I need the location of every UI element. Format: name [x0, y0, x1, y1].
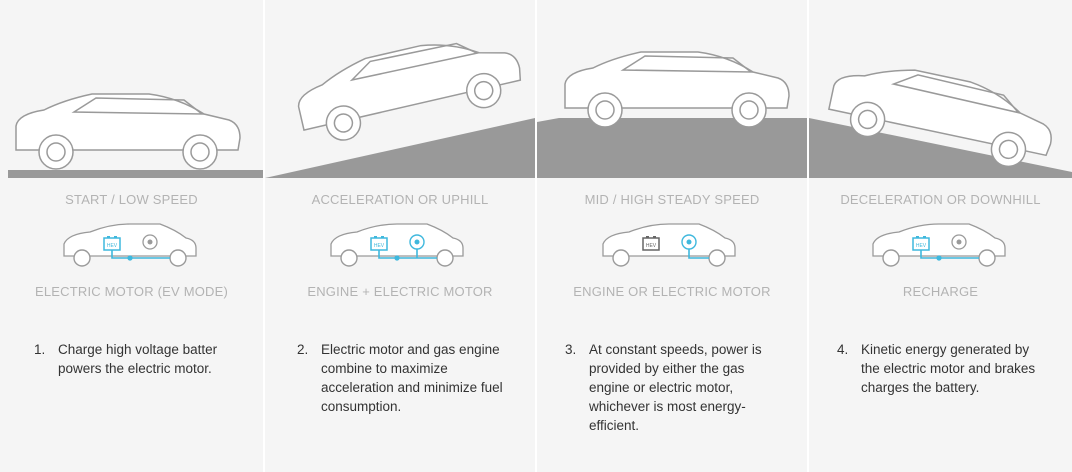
engine-active-icon	[409, 234, 425, 250]
engine-icon	[142, 234, 158, 250]
powertrain-mini-diagram: HEV	[602, 223, 736, 267]
power-flow-line	[920, 250, 979, 259]
powertrain-mini-diagram: HEV	[330, 223, 464, 267]
battery-charging-icon: HEV	[912, 236, 930, 251]
step-text: At constant speeds, power is provided by…	[589, 342, 762, 433]
engine-icon	[951, 234, 967, 250]
step-number: 4.	[837, 342, 849, 357]
drive-mode-label: ELECTRIC MOTOR (EV MODE)	[34, 284, 229, 299]
step-text: Kinetic energy generated by the electric…	[861, 342, 1036, 395]
power-flow-line	[688, 249, 709, 259]
power-flow-line	[111, 250, 170, 259]
powertrain-mini-diagram: HEV	[872, 223, 1006, 267]
battery-badge: HEV	[916, 243, 927, 249]
flat-road-scene	[8, 93, 263, 178]
car-icon	[15, 93, 241, 170]
power-flow-line	[378, 249, 437, 259]
car-icon	[564, 51, 790, 128]
step-number: 1.	[34, 342, 46, 357]
car-icon	[297, 42, 522, 141]
drive-mode-label: RECHARGE	[902, 284, 979, 299]
step-number: 2.	[297, 342, 309, 357]
battery-icon: HEV	[642, 236, 660, 251]
plateau-road-icon	[537, 118, 807, 178]
battery-badge: HEV	[646, 243, 657, 249]
engine-active-icon	[681, 234, 697, 250]
stage-title: DECELERATION OR DOWNHILL	[840, 192, 1041, 207]
drive-mode-label: ENGINE OR ELECTRIC MOTOR	[573, 284, 771, 299]
plateau-road-scene	[537, 51, 807, 178]
battery-badge: HEV	[107, 243, 118, 249]
stage-description: 2. Electric motor and gas engine combine…	[297, 340, 511, 416]
step-number: 3.	[565, 342, 577, 357]
stage-title: ACCELERATION OR UPHILL	[311, 192, 489, 207]
stage-panel-deceleration: DECELERATION OR DOWNHILL HEV RECHARGE 4.…	[809, 0, 1072, 472]
step-text: Electric motor and gas engine combine to…	[321, 342, 503, 414]
powertrain-mini-diagram: HEV	[63, 223, 197, 267]
battery-badge: HEV	[374, 243, 385, 249]
uphill-road-icon	[265, 118, 535, 178]
downhill-road-scene	[809, 69, 1072, 178]
car-icon	[828, 69, 1052, 168]
stage-description: 1. Charge high voltage batter powers the…	[34, 340, 240, 378]
stage-description: 4. Kinetic energy generated by the elect…	[837, 340, 1041, 397]
stage-description: 3. At constant speeds, power is provided…	[565, 340, 769, 435]
battery-active-icon: HEV	[103, 236, 121, 251]
battery-active-icon: HEV	[370, 236, 388, 251]
flat-road-icon	[8, 170, 263, 178]
drive-mode-label: ENGINE + ELECTRIC MOTOR	[307, 284, 493, 299]
stage-title: MID / HIGH STEADY SPEED	[584, 192, 760, 207]
stage-title: START / LOW SPEED	[65, 192, 198, 207]
stage-panel-start: START / LOW SPEED HEV ELECTRIC MOTOR (EV…	[0, 0, 263, 472]
stage-panel-steady-speed: MID / HIGH STEADY SPEED HEV ENGINE OR EL…	[537, 0, 807, 472]
stage-panel-acceleration: ACCELERATION OR UPHILL HEV ENGINE + ELEC…	[265, 0, 535, 472]
step-text: Charge high voltage batter powers the el…	[58, 342, 218, 376]
uphill-road-scene	[265, 42, 535, 178]
